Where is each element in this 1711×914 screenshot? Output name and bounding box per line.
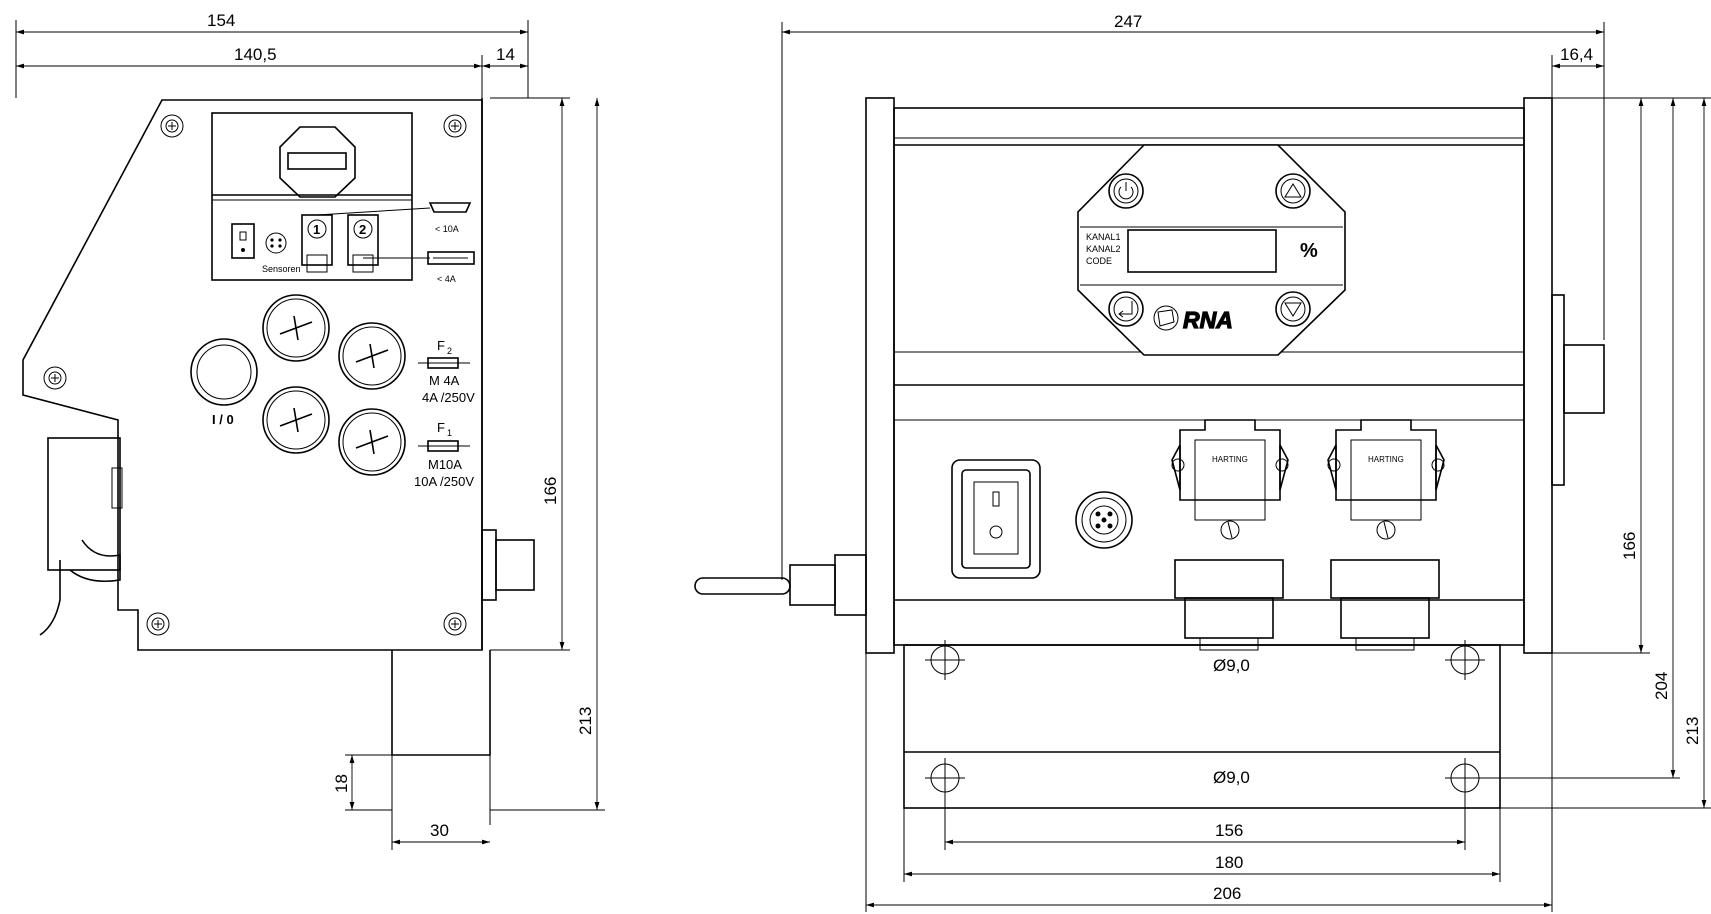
dim-154: 154 <box>207 11 235 30</box>
side-dimensions: 154 140,5 14 166 213 18 30 <box>15 11 605 850</box>
down-button[interactable] <box>1275 291 1311 327</box>
side-connector <box>1551 294 1605 486</box>
dim-30: 30 <box>430 821 449 840</box>
fuse1-type: M10A <box>428 457 462 472</box>
fuse2-rating: 4A /250V <box>422 390 475 405</box>
label-kanal1: KANAL1 <box>1086 232 1121 242</box>
outlet1-rating: < 10A <box>435 224 459 234</box>
up-button[interactable] <box>1275 173 1311 209</box>
harting-connector-1[interactable]: HARTING <box>1171 419 1289 651</box>
cable-gland <box>694 554 867 616</box>
fuse1-name: F <box>437 420 445 435</box>
svg-text:HARTING: HARTING <box>1212 455 1248 464</box>
main-switch-label: I / 0 <box>212 412 234 427</box>
base-plate: Ø9,0 Ø9,0 <box>903 639 1680 809</box>
dim-166-side: 166 <box>541 477 560 505</box>
dim-14: 14 <box>496 45 515 64</box>
dim-166-front: 166 <box>1620 532 1639 560</box>
enter-button[interactable] <box>1108 291 1144 327</box>
fuse1-rating: 10A /250V <box>414 474 474 489</box>
fuse2-name: F <box>437 338 445 353</box>
label-code: CODE <box>1086 256 1112 266</box>
dim-156: 156 <box>1215 821 1243 840</box>
outlet2-rating: < 4A <box>437 274 456 284</box>
dim-213-front: 213 <box>1683 717 1702 745</box>
svg-text:HARTING: HARTING <box>1368 455 1404 464</box>
front-view: KANAL1 KANAL2 CODE % <box>694 97 1680 809</box>
dim-213-side: 213 <box>576 707 595 735</box>
dim-247: 247 <box>1114 12 1142 31</box>
hole-diameter-upper: Ø9,0 <box>1213 656 1250 675</box>
fuse2-sub: 2 <box>447 346 452 356</box>
fuse2-type: M 4A <box>429 373 460 388</box>
rocker-switch[interactable] <box>951 459 1041 579</box>
rna-logo: RNA <box>1153 305 1233 334</box>
front-dimensions: 247 16,4 166 204 213 156 180 206 <box>781 12 1711 912</box>
dim-18: 18 <box>332 774 351 793</box>
dim-16-4: 16,4 <box>1560 45 1593 64</box>
label-kanal2: KANAL2 <box>1086 244 1121 254</box>
dim-204: 204 <box>1652 672 1671 700</box>
outlet1-number: 1 <box>313 222 320 237</box>
dim-180: 180 <box>1215 853 1243 872</box>
dim-140-5: 140,5 <box>234 45 277 64</box>
svg-text:RNA: RNA <box>1183 307 1233 333</box>
harting-connector-2[interactable]: HARTING <box>1327 419 1445 651</box>
sensor-connector[interactable] <box>1075 491 1133 549</box>
outlet2-number: 2 <box>359 222 366 237</box>
dim-206: 206 <box>1213 884 1241 903</box>
side-view: Sensoren 1 2 < 10A < 4A I / 0 <box>22 98 535 825</box>
hole-diameter-lower: Ø9,0 <box>1213 768 1250 787</box>
power-button[interactable] <box>1108 173 1144 209</box>
fuse1-sub: 1 <box>447 428 452 438</box>
unit-percent: % <box>1300 240 1318 262</box>
sensor-label: Sensoren <box>262 264 301 274</box>
